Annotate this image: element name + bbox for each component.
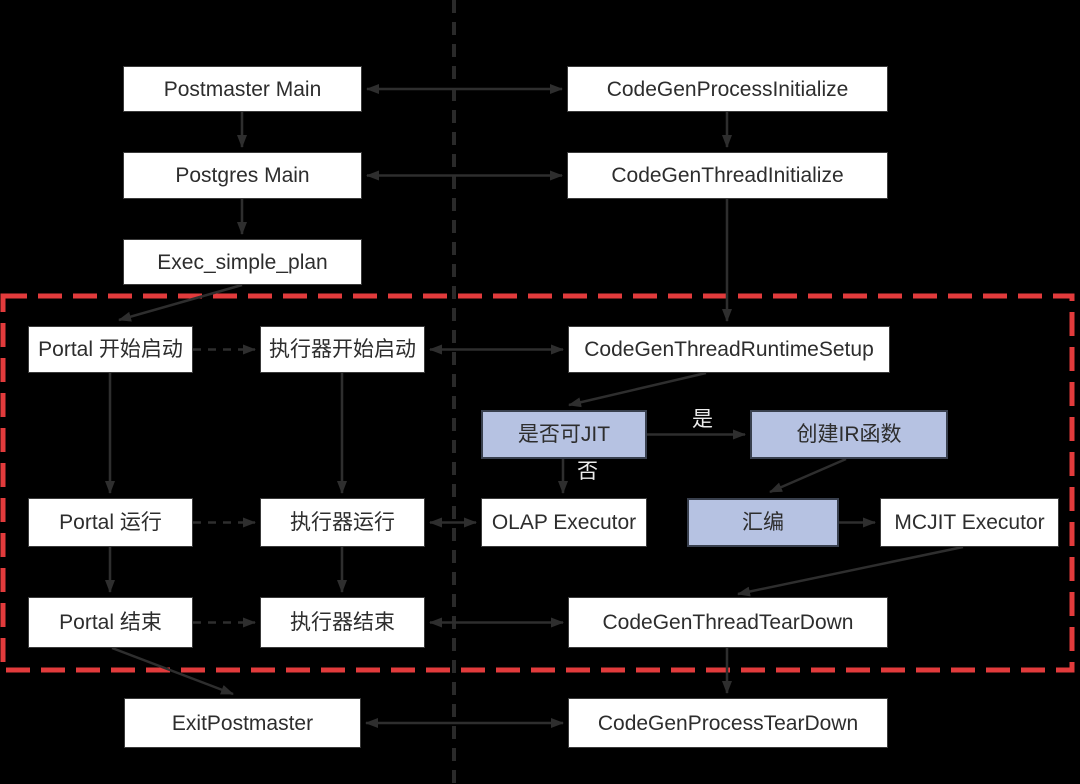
node-codegen-thread-teardown: CodeGenThreadTearDown bbox=[568, 597, 888, 648]
node-mcjit-executor: MCJIT Executor bbox=[880, 498, 1059, 547]
node-codegen-thread-runtime-setup: CodeGenThreadRuntimeSetup bbox=[568, 326, 890, 373]
jit-scope-frame bbox=[0, 293, 1075, 673]
edge-label-no: 否 bbox=[577, 460, 598, 483]
node-olap-executor: OLAP Executor bbox=[481, 498, 647, 547]
node-executor-start: 执行器开始启动 bbox=[260, 326, 425, 373]
node-codegen-process-teardown: CodeGenProcessTearDown bbox=[568, 698, 888, 748]
node-codegen-process-initialize: CodeGenProcessInitialize bbox=[567, 66, 888, 112]
node-assemble: 汇编 bbox=[687, 498, 839, 547]
edge-label-yes: 是 bbox=[692, 408, 713, 431]
node-portal-end: Portal 结束 bbox=[28, 597, 193, 648]
node-portal-start: Portal 开始启动 bbox=[28, 326, 193, 373]
node-executor-run: 执行器运行 bbox=[260, 498, 425, 547]
node-can-jit-decision: 是否可JIT bbox=[481, 410, 647, 459]
node-portal-run: Portal 运行 bbox=[28, 498, 193, 547]
node-executor-end: 执行器结束 bbox=[260, 597, 425, 648]
node-exec-simple-plan: Exec_simple_plan bbox=[123, 239, 362, 285]
node-create-ir-function: 创建IR函数 bbox=[750, 410, 948, 459]
node-exit-postmaster: ExitPostmaster bbox=[124, 698, 361, 748]
node-codegen-thread-initialize: CodeGenThreadInitialize bbox=[567, 152, 888, 199]
node-postgres-main: Postgres Main bbox=[123, 152, 362, 199]
node-postmaster-main: Postmaster Main bbox=[123, 66, 362, 112]
